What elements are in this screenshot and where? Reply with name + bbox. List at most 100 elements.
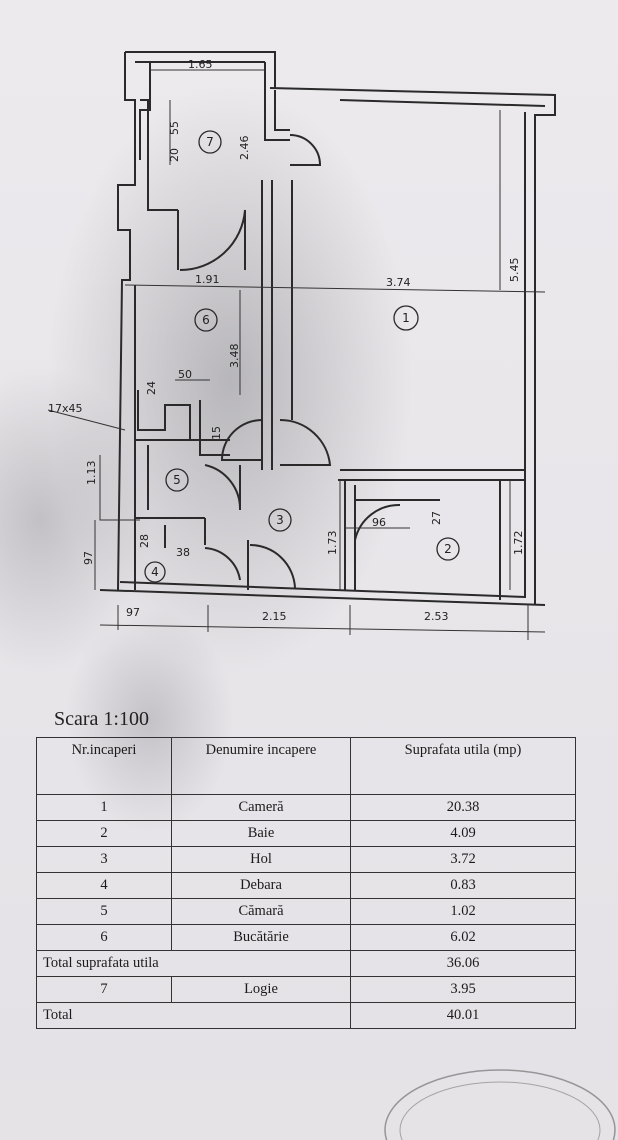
- dim-ticks-bottom: [117, 605, 529, 640]
- room-number-5: 5: [173, 473, 181, 487]
- dim-38: 38: [176, 546, 190, 559]
- dim-50: 50: [178, 368, 192, 381]
- row-area: 3.72: [350, 846, 576, 873]
- total-row: Total 40.01: [36, 1002, 576, 1029]
- header-nr: Nr.incaperi: [36, 737, 172, 795]
- dim-348: 3.48: [228, 344, 241, 369]
- dim-97-horizontal: 97: [126, 606, 140, 619]
- dim-27: 27: [430, 511, 443, 525]
- row-name: Cămară: [171, 898, 351, 925]
- wall-bottom: [99, 589, 546, 606]
- door-bath: [354, 503, 401, 541]
- dim-1745: 17x45: [48, 402, 83, 415]
- room-circle-7: [198, 130, 222, 154]
- dim-246: 2.46: [238, 136, 251, 161]
- dim-96: 96: [372, 516, 386, 529]
- table-row: 3 Hol 3.72: [36, 846, 576, 873]
- dim-191: 1.91: [195, 273, 220, 286]
- row-area: 3.95: [350, 976, 576, 1003]
- wall-left: [117, 52, 136, 591]
- table-row: 1 Cameră 20.38: [36, 794, 576, 821]
- subtotal-label: Total suprafata utila: [36, 950, 351, 977]
- dim-28: 28: [138, 534, 151, 548]
- dim-line-1745: [47, 409, 126, 431]
- room-number-3: 3: [276, 513, 284, 527]
- pantry-wall: [137, 390, 191, 440]
- dim-24: 24: [145, 381, 158, 395]
- table-row: 6 Bucătărie 6.02: [36, 924, 576, 951]
- row-nr: 4: [36, 872, 172, 899]
- dim-line-374: [124, 284, 546, 293]
- door-loggia: [289, 134, 322, 166]
- scale-label: Scara 1:100: [54, 708, 149, 730]
- table-row: 7 Logie 3.95: [36, 976, 576, 1003]
- dim-55: 55: [168, 121, 181, 135]
- room-number-7: 7: [206, 135, 214, 149]
- row-nr: 6: [36, 924, 172, 951]
- row-nr: 2: [36, 820, 172, 847]
- door-pantry: [204, 464, 242, 511]
- room-number-6: 6: [202, 313, 210, 327]
- header-area: Suprafata utila (mp): [350, 737, 576, 795]
- dim-line-bottom: [99, 624, 546, 633]
- subtotal-area: 36.06: [350, 950, 576, 977]
- row-name: Logie: [171, 976, 351, 1003]
- room-circle-5: [165, 468, 189, 492]
- dim-215: 2.15: [262, 610, 287, 623]
- stamp-watermark: [384, 1069, 616, 1140]
- row-area: 4.09: [350, 820, 576, 847]
- room-circle-3: [268, 508, 292, 532]
- area-table: Nr.incaperi Denumire incapere Suprafata …: [36, 737, 576, 1029]
- row-name: Baie: [171, 820, 351, 847]
- dim-545: 5.45: [508, 258, 521, 283]
- row-area: 20.38: [350, 794, 576, 821]
- table-row: 2 Baie 4.09: [36, 820, 576, 847]
- room-circle-6: [194, 308, 218, 332]
- dim-253: 2.53: [424, 610, 449, 623]
- row-name: Hol: [171, 846, 351, 873]
- dim-374: 3.74: [386, 276, 411, 289]
- wall-bottom-inner: [119, 581, 526, 598]
- loggia-wall: [139, 62, 151, 160]
- room-circle-2: [436, 537, 460, 561]
- row-name: Cameră: [171, 794, 351, 821]
- window-top: [339, 99, 546, 107]
- wall-left-inner: [140, 99, 178, 211]
- partition-loggia-2: [274, 90, 290, 131]
- row-area: 6.02: [350, 924, 576, 951]
- row-area: 0.83: [350, 872, 576, 899]
- wall-top-left: [125, 51, 276, 88]
- row-nr: 7: [36, 976, 172, 1003]
- pantry-wall-2: [199, 400, 230, 456]
- dim-165: 1.65: [188, 58, 213, 71]
- dim-20: 20: [168, 148, 181, 162]
- wall-right: [269, 87, 556, 605]
- dim-line-113: [99, 455, 140, 521]
- row-name: Bucătărie: [171, 924, 351, 951]
- row-name: Debara: [171, 872, 351, 899]
- dim-97-vertical: 97: [82, 551, 95, 565]
- total-area: 40.01: [350, 1002, 576, 1029]
- subtotal-row: Total suprafata utila 36.06: [36, 950, 576, 977]
- row-nr: 3: [36, 846, 172, 873]
- door-kitchen: [220, 419, 263, 461]
- header-name: Denumire incapere: [171, 737, 351, 795]
- dim-113: 1.13: [85, 461, 98, 486]
- row-nr: 5: [36, 898, 172, 925]
- room-circle-1: [393, 305, 419, 331]
- table-header-row: Nr.incaperi Denumire incapere Suprafata …: [36, 737, 576, 795]
- partition-loggia: [264, 62, 290, 141]
- floor-plan: 7 1 6 5 3 2 4 1.65 2.46 55 20 1.91 3.74 …: [47, 51, 556, 640]
- row-area: 1.02: [350, 898, 576, 925]
- total-label: Total: [36, 1002, 351, 1029]
- table-row: 5 Cămară 1.02: [36, 898, 576, 925]
- room-number-2: 2: [444, 542, 452, 556]
- dim-172: 1.72: [512, 531, 525, 556]
- dim-15: 15: [210, 426, 223, 440]
- dim-173: 1.73: [326, 531, 339, 556]
- door-room1: [279, 418, 332, 466]
- door-hall: [249, 543, 296, 589]
- room-number-1: 1: [402, 311, 410, 325]
- door-kitchen-loggia: [179, 209, 246, 272]
